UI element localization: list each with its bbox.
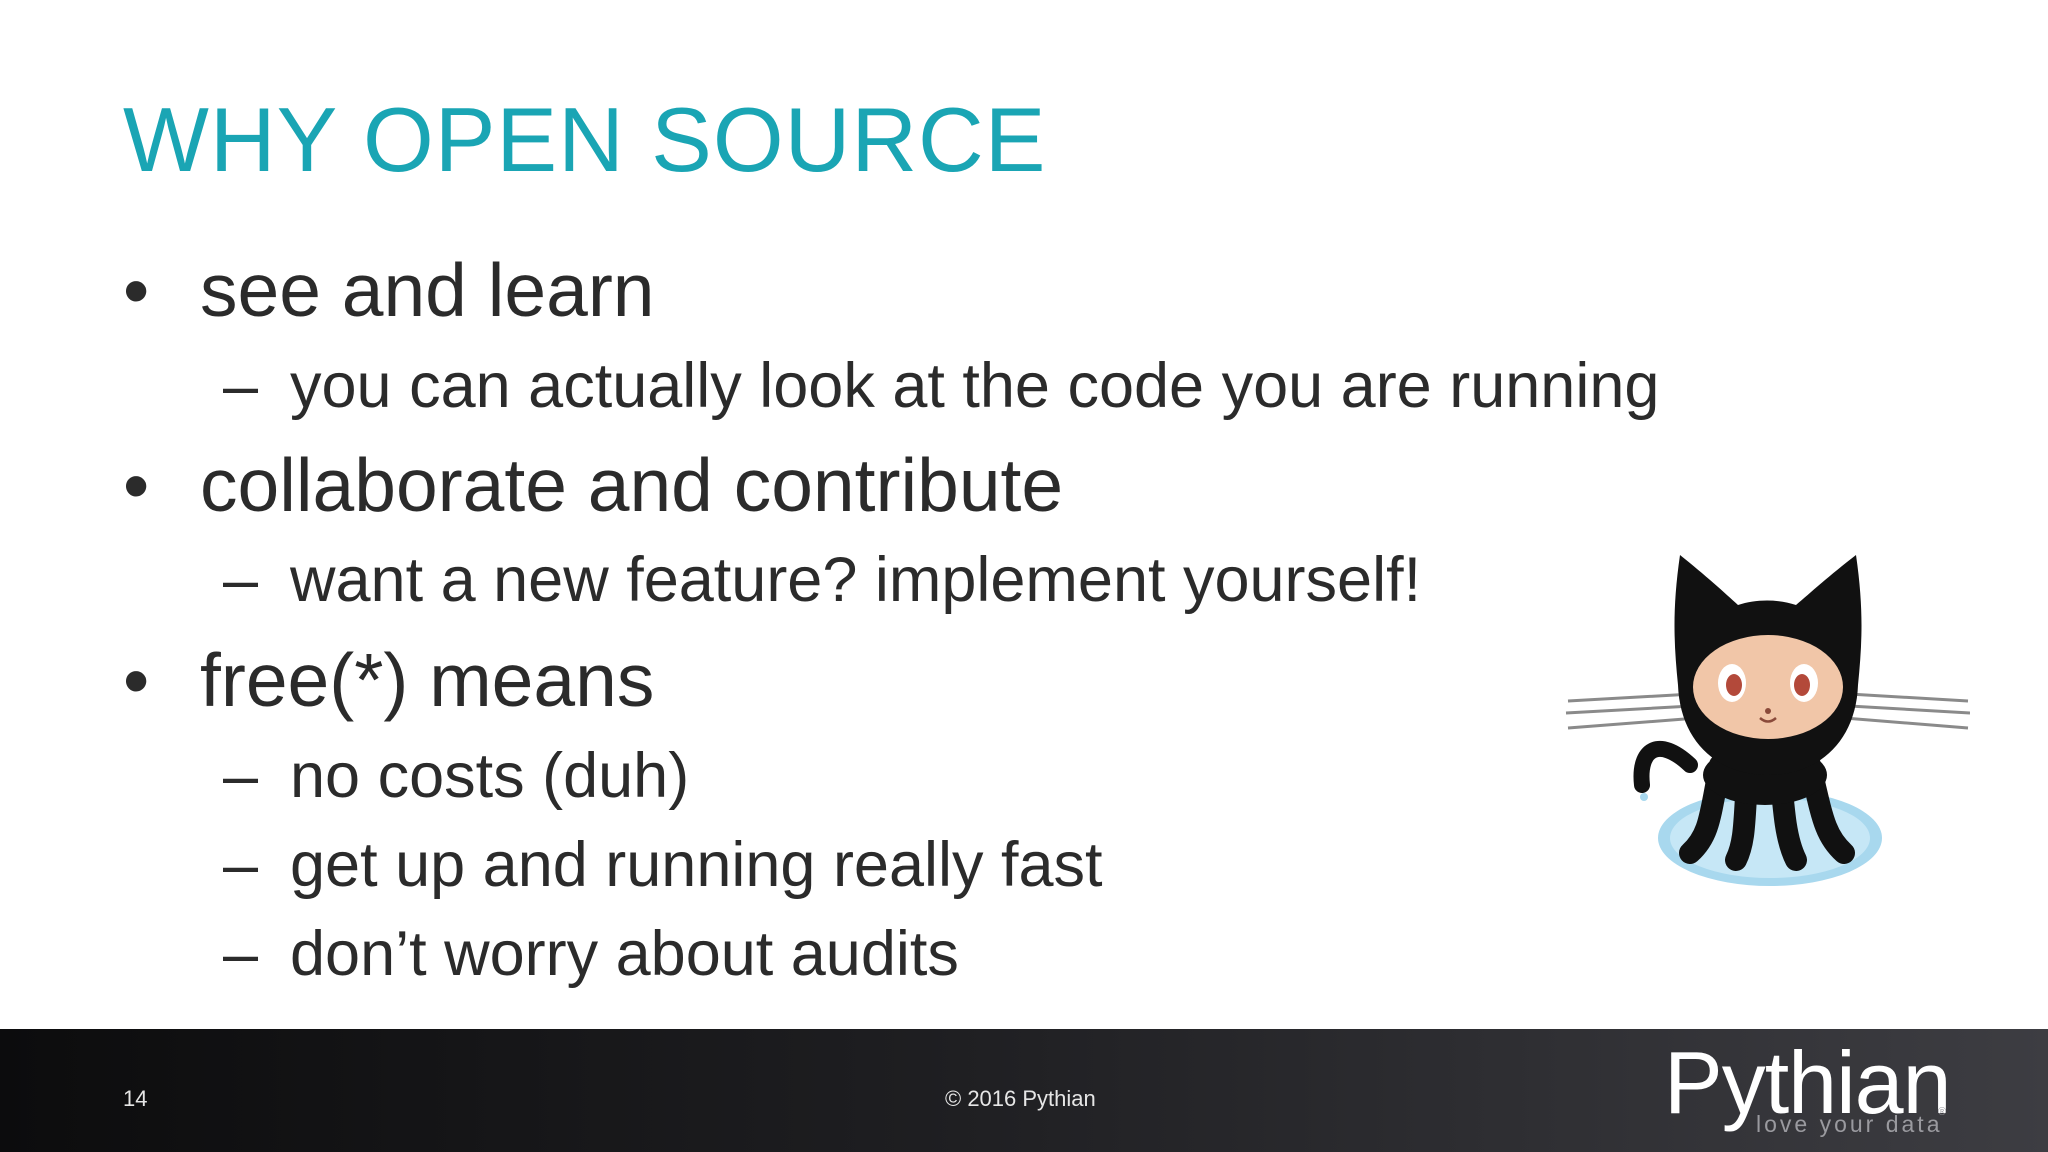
subitem-text: want a new feature? implement yourself! (290, 545, 1422, 615)
subitem-marker: – (223, 351, 259, 421)
subitem-marker: – (223, 741, 259, 811)
pythian-logo: Pythian love your data ® (1660, 1035, 1960, 1150)
bullet-text: see and learn (200, 248, 655, 332)
bullet-marker: • (123, 443, 150, 527)
registered-mark: ® (1938, 1106, 1947, 1118)
subitem-text: get up and running really fast (290, 830, 1103, 900)
brand-tagline: love your data (1756, 1111, 1943, 1137)
copyright-notice: © 2016 Pythian (945, 1086, 1096, 1111)
bullet-marker: • (123, 248, 150, 332)
bullet-marker: • (123, 638, 150, 722)
brand-name: Pythian (1664, 1033, 1952, 1132)
subitem-marker: – (223, 830, 259, 900)
page-number: 14 (123, 1086, 148, 1111)
subitem-text: don’t worry about audits (290, 919, 959, 989)
bullet-text: collaborate and contribute (200, 443, 1064, 527)
slide-title: WHY OPEN SOURCE (123, 90, 1047, 191)
footer-bar (0, 1029, 2048, 1152)
bullet-text: free(*) means (200, 638, 655, 722)
subitem-marker: – (223, 545, 259, 615)
octocat-icon (1565, 555, 1970, 886)
subitem-marker: – (223, 919, 259, 989)
subitem-text: you can actually look at the code you ar… (290, 351, 1660, 421)
subitem-text: no costs (duh) (290, 741, 690, 811)
